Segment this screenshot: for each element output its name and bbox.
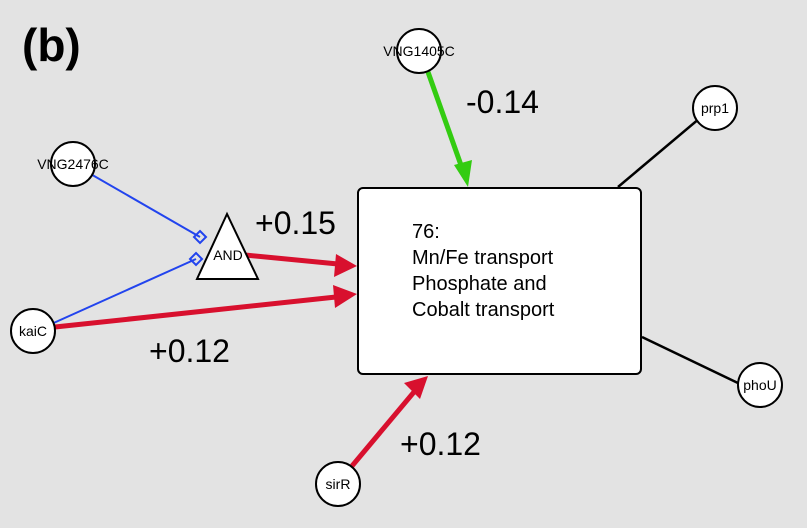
edge-kaic-module (54, 294, 337, 330)
panel-label: (b) (22, 19, 81, 71)
node-sirr: sirR (315, 461, 361, 507)
weight-vng1405c: -0.14 (466, 84, 539, 120)
module-line: Phosphate and (412, 273, 547, 295)
edge-sirr-module (350, 390, 416, 468)
green-arrowhead (454, 160, 472, 187)
and-gate (195, 211, 260, 280)
node-vng2476c: VNG2476C (37, 141, 109, 187)
module-line: Cobalt transport (412, 299, 555, 321)
and-gate-label: AND (213, 247, 243, 263)
weight-sirr: +0.12 (400, 426, 481, 462)
edge-phou-module (641, 335, 741, 386)
node-label-vng2476c: VNG2476C (37, 156, 109, 172)
node-label-kaic: kaiC (19, 323, 47, 339)
node-label-vng1405c: VNG1405C (383, 43, 455, 59)
edge-prp1-module (617, 117, 701, 188)
red-arrowhead (404, 376, 428, 399)
module-id: 76: (412, 221, 440, 243)
node-kaic: kaiC (10, 308, 56, 354)
node-label-sirr: sirR (326, 476, 351, 492)
red-arrowhead (333, 285, 357, 308)
node-vng1405c: VNG1405C (383, 28, 455, 74)
red-arrowhead (334, 254, 357, 277)
module-line: Mn/Fe transport (412, 247, 554, 269)
node-label-phou: phoU (743, 377, 776, 393)
weight-and-gate: +0.15 (255, 205, 336, 241)
edge-kaic-and (37, 258, 197, 331)
edge-vng2476c-and (74, 164, 201, 238)
module-description: 76: Mn/Fe transport Phosphate and Cobalt… (412, 219, 554, 323)
edge-vng1405c-module (425, 71, 465, 169)
gate-input-diamond (192, 229, 208, 245)
weight-kaic: +0.12 (149, 333, 230, 369)
module-box: 76: Mn/Fe transport Phosphate and Cobalt… (357, 187, 642, 375)
node-label-prp1: prp1 (701, 100, 729, 116)
gate-input-diamond (188, 251, 204, 267)
node-phou: phoU (737, 362, 783, 408)
node-prp1: prp1 (692, 85, 738, 131)
edge-and-module (244, 252, 339, 267)
